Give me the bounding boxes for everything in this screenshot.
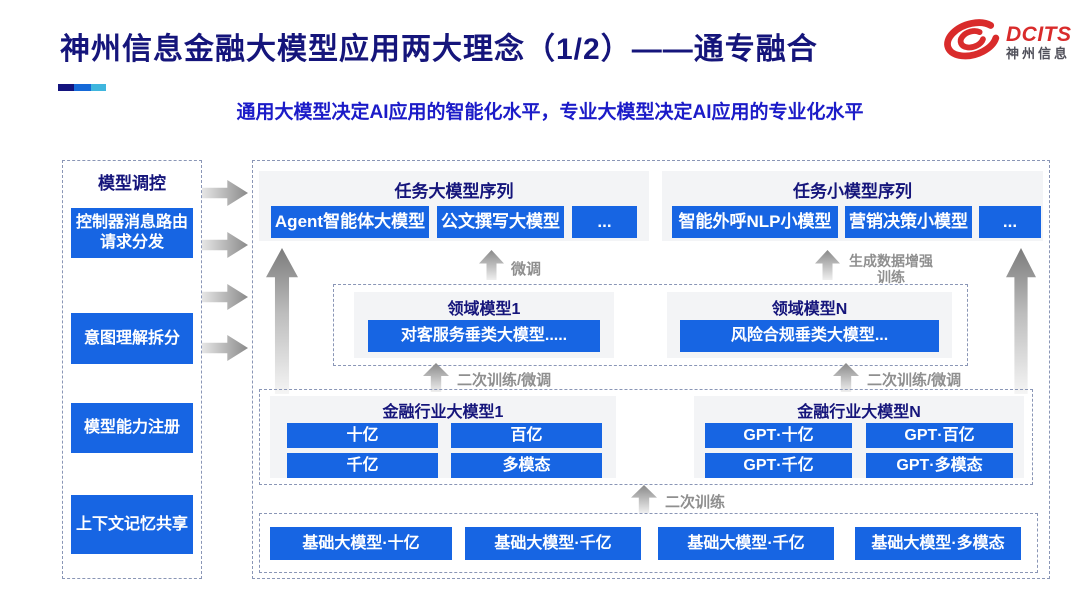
- model-chip-multimodal: 多模态: [451, 453, 602, 478]
- flow-label-retrain-finetune: 二次训练/微调: [867, 372, 962, 389]
- model-chip-outbound-nlp: 智能外呼NLP小模型: [672, 206, 838, 238]
- model-chip-10-billion: 百亿: [451, 423, 602, 448]
- panel-title: 任务小模型序列: [793, 182, 912, 201]
- base-model-container: 基础大模型·十亿 基础大模型·千亿 基础大模型·千亿 基础大模型·多模态: [259, 513, 1038, 573]
- domain-model-1-panel: 领域模型1 对客服务垂类大模型.....: [354, 292, 614, 358]
- panel-title: 金融行业大模型N: [797, 404, 921, 421]
- page-title: 神州信息金融大模型应用两大理念（1/2）——通专融合: [60, 33, 818, 66]
- right-arrow-icon: [202, 180, 248, 206]
- model-chip-customer-service: 对客服务垂类大模型.....: [368, 320, 600, 352]
- right-arrow-icon: [202, 284, 248, 310]
- domain-model-n-panel: 领域模型N 风险合规垂类大模型...: [667, 292, 952, 358]
- industry-model-container: 金融行业大模型1 十亿 百亿 千亿 多模态 金融行业大模型N GPT·十亿 GP…: [259, 389, 1033, 485]
- task-small-model-panel: 任务小模型序列 智能外呼NLP小模型 营销决策小模型 ...: [662, 171, 1043, 241]
- model-chip-more: ...: [979, 206, 1041, 238]
- model-chip-100-billion: 千亿: [287, 453, 438, 478]
- up-arrow-icon: [1006, 248, 1036, 394]
- sidebar-item-intent-split: 意图理解拆分: [71, 313, 193, 364]
- sidebar-item-context-memory: 上下文记忆共享: [71, 495, 193, 554]
- title-underline: [58, 84, 106, 91]
- model-chip-document: 公文撰写大模型: [437, 206, 564, 238]
- industry-model-1-panel: 金融行业大模型1 十亿 百亿 千亿 多模态: [270, 396, 616, 478]
- flow-label-retrain: 二次训练: [665, 494, 726, 511]
- dcits-logo: DCITS 神州信息: [940, 16, 1072, 69]
- panel-title: 领域模型N: [771, 301, 848, 318]
- panel-title: 领域模型1: [447, 301, 521, 318]
- model-chip-risk-compliance: 风险合规垂类大模型...: [680, 320, 939, 352]
- panel-title: 任务大模型序列: [394, 182, 514, 201]
- model-chip-agent: Agent智能体大模型: [271, 206, 429, 238]
- model-chip-gpt-100-billion: GPT·千亿: [705, 453, 852, 478]
- flow-label-generate-train: 生成数据增强训练: [849, 253, 933, 286]
- model-chip-base-multimodal: 基础大模型·多模态: [855, 527, 1021, 560]
- up-arrow-icon: [266, 248, 298, 394]
- model-control-sidebar: 模型调控 控制器消息路由请求分发 意图理解拆分 模型能力注册 上下文记忆共享: [62, 160, 202, 579]
- page-subtitle: 通用大模型决定AI应用的智能化水平，专业大模型决定AI应用的专业化水平: [236, 102, 864, 123]
- model-chip-marketing: 营销决策小模型: [845, 206, 972, 238]
- right-arrow-icon: [202, 335, 248, 361]
- model-chip-base-billion: 基础大模型·十亿: [270, 527, 452, 560]
- up-arrow-icon: [631, 485, 657, 513]
- logo-cn-name: 神州信息: [1006, 46, 1071, 62]
- model-chip-billion: 十亿: [287, 423, 438, 448]
- dcits-logo-swirl-icon: [940, 16, 1002, 69]
- task-large-model-panel: 任务大模型序列 Agent智能体大模型 公文撰写大模型 ...: [259, 171, 649, 241]
- logo-name: DCITS: [1006, 22, 1072, 46]
- industry-model-n-panel: 金融行业大模型N GPT·十亿 GPT·百亿 GPT·千亿 GPT·多模态: [694, 396, 1024, 478]
- model-architecture-diagram: 任务大模型序列 Agent智能体大模型 公文撰写大模型 ... 任务小模型序列 …: [252, 160, 1050, 579]
- model-chip-gpt-multimodal: GPT·多模态: [866, 453, 1013, 478]
- model-chip-gpt-10-billion: GPT·百亿: [866, 423, 1013, 448]
- sidebar-title: 模型调控: [98, 174, 166, 193]
- flow-label-finetune: 微调: [511, 261, 542, 278]
- sidebar-item-capability-register: 模型能力注册: [71, 403, 193, 453]
- flow-label-retrain-finetune: 二次训练/微调: [457, 372, 552, 389]
- panel-title: 金融行业大模型1: [382, 404, 504, 421]
- model-chip-gpt-billion: GPT·十亿: [705, 423, 852, 448]
- model-chip-base-100-billion: 基础大模型·千亿: [465, 527, 641, 560]
- sidebar-item-controller-routing: 控制器消息路由请求分发: [71, 208, 193, 258]
- model-chip-base-100-billion: 基础大模型·千亿: [658, 527, 834, 560]
- right-arrow-icon: [202, 232, 248, 258]
- up-arrow-icon: [423, 363, 449, 392]
- up-arrow-icon: [833, 363, 859, 392]
- up-arrow-icon: [479, 250, 504, 280]
- up-arrow-icon: [815, 250, 840, 280]
- model-chip-more: ...: [572, 206, 637, 238]
- domain-model-container: 领域模型1 对客服务垂类大模型..... 领域模型N 风险合规垂类大模型...: [333, 284, 968, 366]
